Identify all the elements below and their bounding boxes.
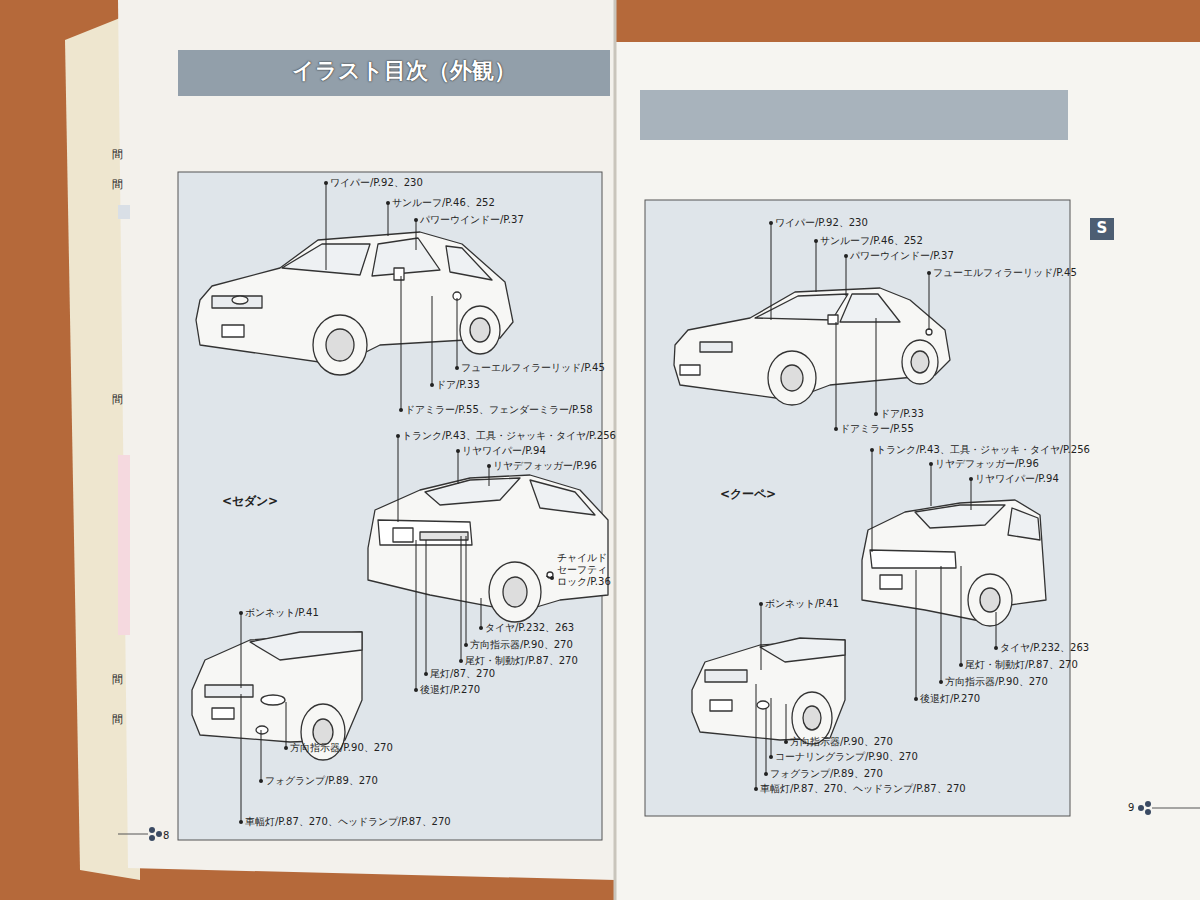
callout-label: 尾灯・制動灯/P.87、270	[465, 655, 578, 667]
callout-label: トランク/P.43、工具・ジャッキ・タイヤ/P.256	[402, 430, 616, 442]
callout-label: 後退灯/P.270	[920, 693, 980, 705]
margin-text: 間	[112, 179, 123, 191]
callout-label: リヤデフォッガー/P.96	[493, 460, 597, 472]
page-number: 9	[1128, 802, 1134, 814]
callout-label: タイヤ/P.232、263	[485, 622, 574, 634]
callout-label: チャイルド セーフティ ロック/P.36	[557, 552, 617, 588]
callout-label: トランク/P.43、工具・ジャッキ・タイヤ/P.256	[876, 444, 1090, 456]
callout-label: 方向指示器/P.90、270	[945, 676, 1048, 688]
callout-label: ドアミラー/P.55、フェンダーミラー/P.58	[405, 404, 593, 416]
tab-letter: S	[1097, 219, 1108, 237]
callout-label: 車幅灯/P.87、270、ヘッドランプ/P.87、270	[245, 816, 451, 828]
section-label: <クーペ>	[720, 488, 776, 500]
margin-text: 間	[112, 394, 123, 406]
callout-label: 車幅灯/P.87、270、ヘッドランプ/P.87、270	[760, 783, 966, 795]
callout-label: フォグランプ/P.89、270	[770, 768, 883, 780]
callout-label: サンルーフ/P.46、252	[820, 235, 923, 247]
margin-text: 間	[112, 714, 123, 726]
page-number: 8	[163, 830, 169, 842]
callout-label: フューエルフィラーリッド/P.45	[933, 267, 1077, 279]
callout-label: ドア/P.33	[436, 379, 480, 391]
callout-label: 方向指示器/P.90、270	[790, 736, 893, 748]
callout-label: ワイパー/P.92、230	[330, 177, 423, 189]
callout-label: フューエルフィラーリッド/P.45	[461, 362, 605, 374]
callout-label: リヤデフォッガー/P.96	[935, 458, 1039, 470]
callout-label: 尾灯・制動灯/P.87、270	[965, 659, 1078, 671]
callout-label: 方向指示器/P.90、270	[470, 639, 573, 651]
callout-label: ボンネット/P.41	[245, 607, 319, 619]
callout-label: ボンネット/P.41	[765, 598, 839, 610]
section-label: <セダン>	[222, 495, 278, 507]
margin-text: 間	[112, 149, 123, 161]
callout-label: コーナリングランプ/P.90、270	[775, 751, 918, 763]
callout-label: ワイパー/P.92、230	[775, 217, 868, 229]
callout-label: ドア/P.33	[880, 408, 924, 420]
callout-label: パワーウインドー/P.37	[850, 250, 954, 262]
callout-label: リヤワイパー/P.94	[975, 473, 1059, 485]
section-tab: S	[1090, 218, 1114, 240]
callout-label: 尾灯/87、270	[430, 668, 495, 680]
callout-label: 後退灯/P.270	[420, 684, 480, 696]
callout-label: 方向指示器/P.90、270	[290, 742, 393, 754]
page-title: イラスト目次（外観）	[292, 56, 516, 86]
callout-label: パワーウインドー/P.37	[420, 214, 524, 226]
callout-label: サンルーフ/P.46、252	[392, 197, 495, 209]
callout-label: ドアミラー/P.55	[840, 423, 914, 435]
callout-label: リヤワイパー/P.94	[462, 445, 546, 457]
callout-label: フォグランプ/P.89、270	[265, 775, 378, 787]
margin-text: 間	[112, 674, 123, 686]
callout-label: タイヤ/P.232、263	[1000, 642, 1089, 654]
